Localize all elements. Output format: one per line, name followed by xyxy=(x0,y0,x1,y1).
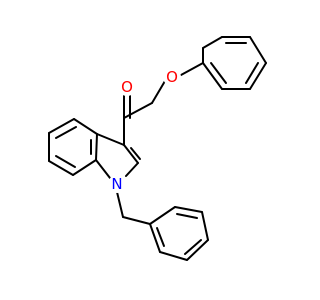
n-benzyl-group xyxy=(116,191,209,261)
molecule-canvas: O O N xyxy=(48,36,267,261)
carbonyl-oxygen-label: O xyxy=(121,78,133,96)
phenoxy-phenyl-ring xyxy=(202,36,267,90)
indole-pyrrole-ring xyxy=(95,117,141,179)
ether-oxygen-label: O xyxy=(166,68,178,86)
phenoxyacetyl-chain xyxy=(123,62,204,119)
indole-nitrogen-atom: N xyxy=(108,175,126,193)
ether-oxygen-atom: O xyxy=(163,68,181,86)
indole-benzene-ring xyxy=(48,118,98,176)
molecule-structure: O O N xyxy=(48,36,267,261)
carbonyl-oxygen-atom: O xyxy=(118,78,136,96)
indole-nitrogen-label: N xyxy=(111,175,122,193)
